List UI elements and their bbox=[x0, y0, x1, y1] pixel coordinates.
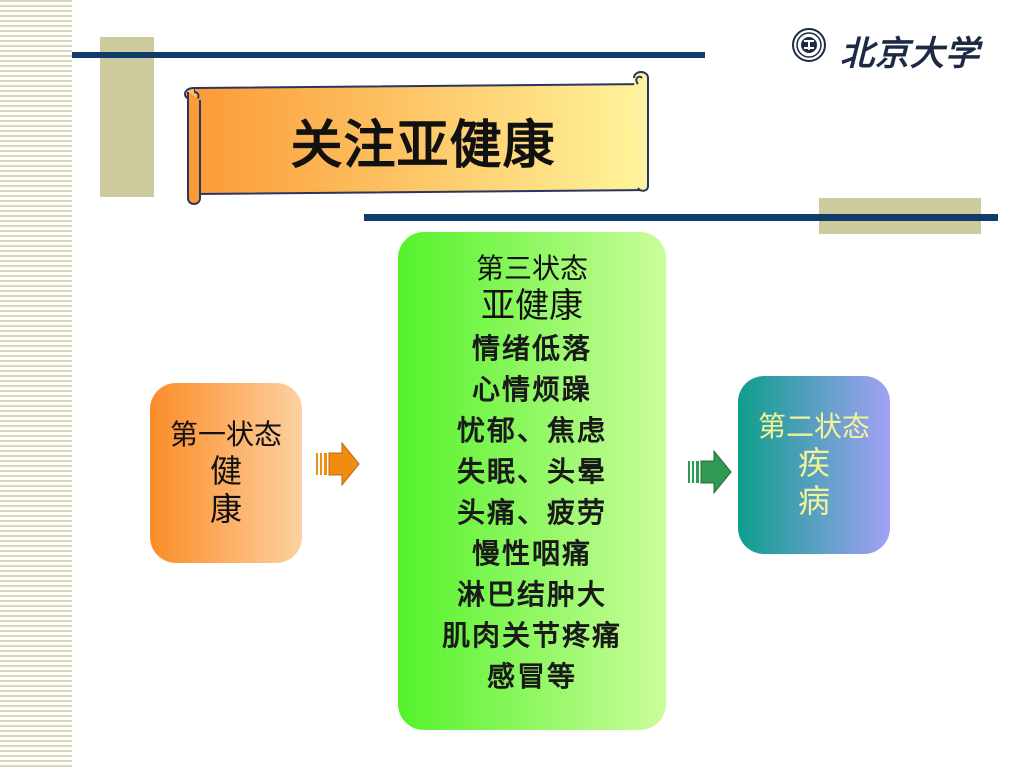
state-subhealth-box: 第三状态 亚健康 情绪低落 心情烦躁 忧郁、焦虑 失眠、头晕 头痛、疲劳 慢性咽… bbox=[398, 232, 666, 730]
state-subhealth-title: 亚健康 bbox=[481, 286, 583, 326]
state-healthy-box: 第一状态 健 康 bbox=[150, 383, 302, 563]
title-scroll-banner bbox=[184, 71, 649, 205]
state-healthy-label: 第一状态 bbox=[169, 418, 282, 451]
university-logo: 北京大学 bbox=[792, 24, 982, 74]
block-arrow-right-icon bbox=[688, 449, 732, 495]
state-healthy-line-1: 健 bbox=[209, 452, 242, 490]
symptom-item: 淋巴结肿大 bbox=[456, 578, 607, 611]
symptom-item: 肌肉关节疼痛 bbox=[441, 619, 622, 652]
state-subhealth-label: 第三状态 bbox=[475, 252, 588, 285]
state-disease-line-2: 病 bbox=[797, 482, 830, 520]
logo-text: 北京大学 bbox=[840, 34, 980, 74]
state-healthy-line-2: 康 bbox=[209, 490, 242, 528]
symptom-item: 感冒等 bbox=[486, 660, 577, 693]
khaki-block-top bbox=[100, 37, 154, 197]
page-title: 关注亚健康 bbox=[290, 115, 556, 176]
symptom-item: 情绪低落 bbox=[471, 332, 592, 365]
navy-rule-top bbox=[72, 52, 705, 58]
symptom-list: 情绪低落 心情烦躁 忧郁、焦虑 失眠、头晕 头痛、疲劳 慢性咽痛 淋巴结肿大 肌… bbox=[442, 328, 622, 697]
symptom-item: 心情烦躁 bbox=[471, 373, 592, 406]
symptom-item: 失眠、头晕 bbox=[456, 455, 607, 488]
symptom-item: 慢性咽痛 bbox=[471, 537, 592, 570]
block-arrow-right-icon bbox=[316, 441, 360, 487]
state-disease-label: 第二状态 bbox=[757, 410, 870, 443]
left-stripe-decoration bbox=[0, 0, 72, 768]
symptom-item: 头痛、疲劳 bbox=[456, 496, 607, 529]
symptom-item: 忧郁、焦虑 bbox=[456, 414, 607, 447]
navy-rule-bottom bbox=[364, 214, 998, 221]
state-disease-box: 第二状态 疾 病 bbox=[738, 376, 890, 554]
state-disease-line-1: 疾 bbox=[797, 444, 830, 482]
peking-university-seal-icon bbox=[792, 28, 826, 62]
